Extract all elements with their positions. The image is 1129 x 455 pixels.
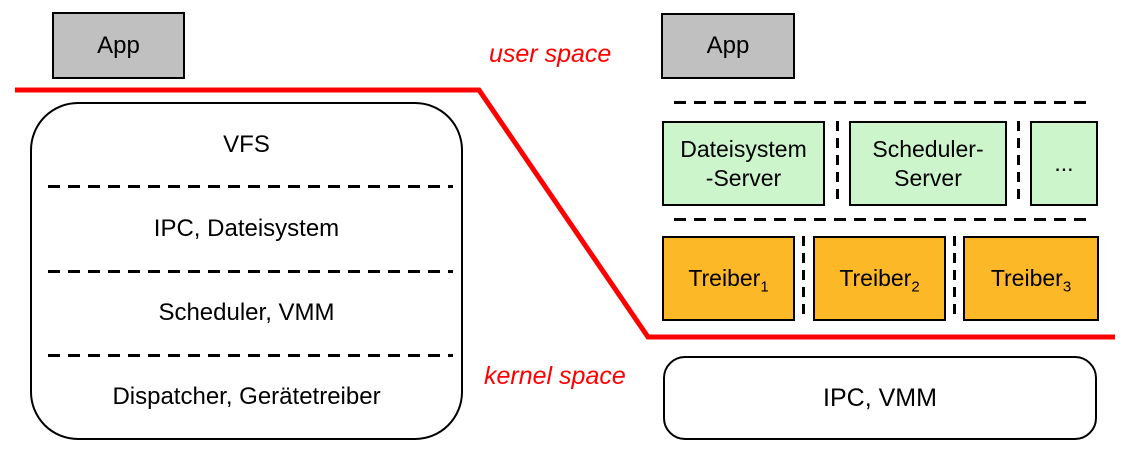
monolithic-app-box: App — [52, 12, 185, 79]
layer-ipc-dateisystem: IPC, Dateisystem — [32, 188, 461, 269]
driver-box-2: Treiber2 — [813, 236, 946, 321]
driver-box-1: Treiber1 — [662, 236, 795, 321]
server-scheduler-line1: Scheduler- — [872, 135, 984, 162]
kernel-space-label: kernel space — [484, 362, 626, 390]
driver-1-subscript: 1 — [760, 278, 769, 296]
user-space-label: user space — [489, 40, 612, 68]
dashed-divider — [836, 121, 839, 206]
dashed-divider — [48, 269, 453, 273]
dashed-divider — [1017, 121, 1020, 206]
dashed-divider — [674, 218, 1087, 221]
driver-1-label: Treiber1 — [688, 265, 769, 296]
server-box-scheduler: Scheduler- Server — [849, 121, 1007, 206]
dashed-divider — [802, 236, 805, 321]
dashed-divider — [953, 236, 956, 321]
driver-3-label: Treiber3 — [990, 265, 1072, 296]
layer-scheduler-vmm: Scheduler, VMM — [32, 273, 461, 354]
server-dateisystem-line2: -Server — [705, 164, 782, 191]
microkernel-app-label: App — [706, 32, 750, 59]
monolithic-app-label: App — [97, 31, 140, 59]
driver-3-subscript: 3 — [1062, 278, 1072, 296]
server-box-ellipsis: ... — [1030, 121, 1098, 206]
server-dateisystem-line1: Dateisystem — [680, 135, 807, 162]
microkernel-kernel-box: IPC, VMM — [663, 356, 1097, 440]
server-ellipsis-label: ... — [1054, 150, 1074, 177]
layer-scheduler-vmm-label: Scheduler, VMM — [158, 299, 335, 327]
driver-box-3: Treiber3 — [963, 236, 1099, 321]
microkernel-app-box: App — [661, 13, 795, 79]
driver-2-subscript: 2 — [911, 278, 920, 296]
layer-vfs-label: VFS — [223, 130, 270, 158]
dashed-divider — [674, 101, 1087, 104]
layer-vfs: VFS — [32, 104, 461, 185]
server-scheduler-line2: Server — [894, 164, 962, 191]
layer-ipc-dateisystem-label: IPC, Dateisystem — [153, 214, 340, 242]
monolithic-kernel-box: VFS IPC, Dateisystem Scheduler, VMM Disp… — [30, 102, 463, 440]
layer-dispatcher-geraetetreiber: Dispatcher, Gerätetreiber — [32, 357, 461, 438]
server-box-dateisystem: Dateisystem -Server — [662, 121, 825, 206]
layer-dispatcher-geraetetreiber-label: Dispatcher, Gerätetreiber — [112, 383, 381, 411]
dashed-divider — [48, 353, 453, 357]
microkernel-kernel-label: IPC, VMM — [823, 383, 937, 412]
dashed-divider — [48, 185, 453, 189]
driver-2-label: Treiber2 — [839, 265, 920, 296]
